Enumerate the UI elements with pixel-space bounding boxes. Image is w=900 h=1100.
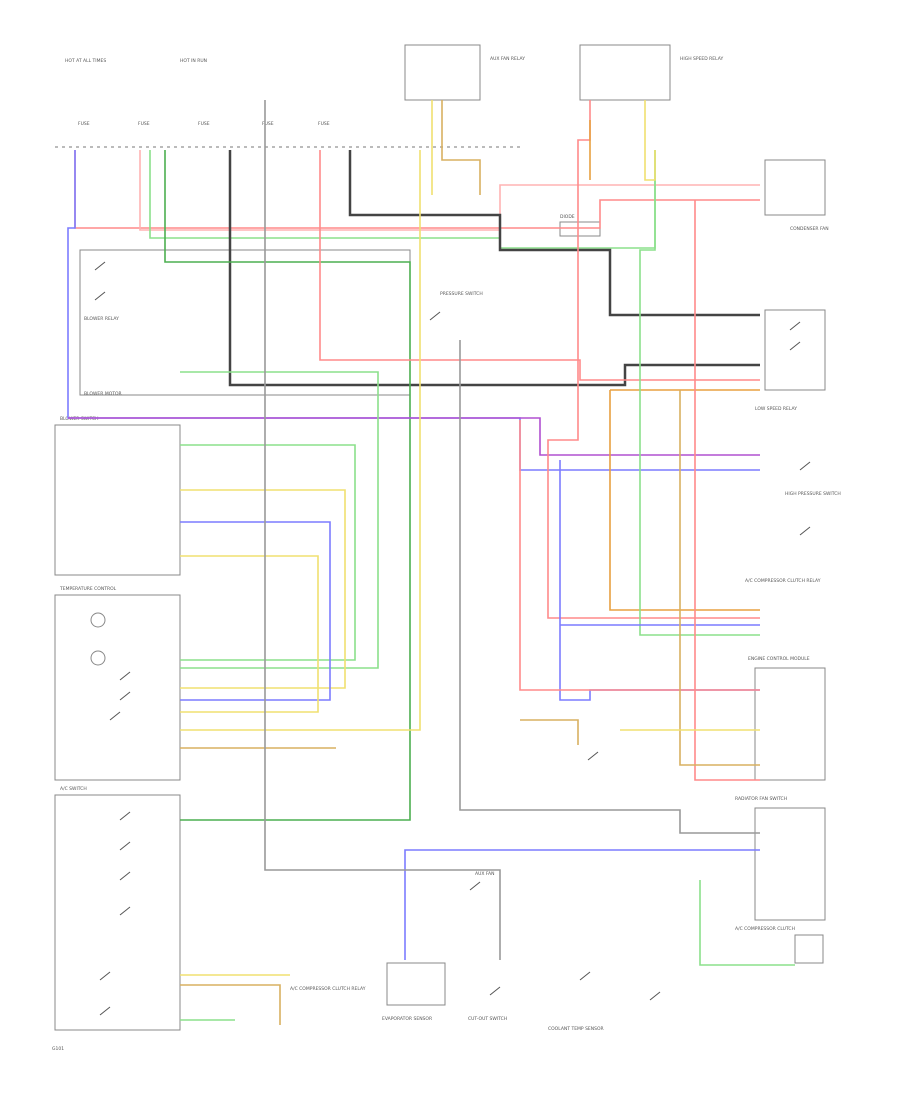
wire-tan-25 <box>520 719 579 745</box>
wire-dark_green-5 <box>164 150 411 821</box>
label-diode: DIODE <box>560 214 575 220</box>
label-aux-fan-relay: AUX FAN RELAY <box>490 56 525 62</box>
label-fuse-a: FUSE <box>78 121 90 127</box>
switch-contact-12 <box>119 871 131 881</box>
label-high-pressure-switch: HIGH PRESSURE SWITCH <box>785 491 841 497</box>
label-fuse-d: FUSE <box>262 121 274 127</box>
radiator-fan-switch-box <box>754 807 826 921</box>
wire-orange-18 <box>609 389 760 611</box>
label-fuse-e: FUSE <box>318 121 330 127</box>
label-pressure-switch: PRESSURE SWITCH <box>440 291 483 297</box>
blower-relay-box <box>79 249 411 396</box>
switch-contact-10 <box>119 811 131 821</box>
wire-green-2 <box>149 150 656 249</box>
label-high-speed-relay: HIGH SPEED RELAY <box>680 56 723 62</box>
wire-red-0 <box>74 150 760 229</box>
switch-contact-8 <box>119 691 131 701</box>
switch-contact-13 <box>119 906 131 916</box>
switch-contact-4 <box>789 341 801 351</box>
condenser-fan-box <box>764 159 826 216</box>
label-blower-switch: BLOWER SWITCH <box>60 416 98 422</box>
blower-switch-box <box>54 424 181 576</box>
label-fuse-b: FUSE <box>138 121 150 127</box>
switch-contact-15 <box>99 1006 111 1016</box>
wire-tan-31 <box>180 984 281 1025</box>
label-radiator-fan-switch: RADIATOR FAN SWITCH <box>735 796 787 802</box>
label-aux-fan: AUX FAN <box>475 871 495 877</box>
wire-blue-14 <box>180 521 331 701</box>
label-ac-compressor-clutch-relay: A/C COMPRESSOR CLUTCH RELAY <box>745 578 821 584</box>
aux-fan-relay-box <box>404 44 481 101</box>
wire-yellow-15 <box>180 555 319 713</box>
wire-gray-28 <box>264 100 501 960</box>
switch-contact-16 <box>587 751 599 761</box>
low-speed-relay-box <box>764 309 826 391</box>
temp-dial-icon-1 <box>90 612 106 628</box>
switch-contact-0 <box>94 261 106 271</box>
wire-red-19 <box>547 100 760 619</box>
wire-yellow-16 <box>180 150 421 731</box>
switch-contact-18 <box>579 971 591 981</box>
switch-contact-19 <box>649 991 661 1001</box>
wire-green-20 <box>639 150 760 636</box>
label-temp-control: TEMPERATURE CONTROL <box>59 586 117 592</box>
switch-contact-1 <box>94 291 106 301</box>
switch-contact-6 <box>799 526 811 536</box>
label-ground-ref: G101 <box>52 1046 64 1052</box>
wire-black-3 <box>348 150 760 317</box>
wire-green-11 <box>180 371 379 669</box>
wire-violet-8 <box>68 417 760 456</box>
wire-red-23 <box>694 200 760 781</box>
wires-group <box>67 100 795 1025</box>
label-engine-control-module: ENGINE CONTROL MODULE <box>748 656 810 662</box>
switch-contact-20 <box>469 881 481 891</box>
switch-contact-7 <box>119 671 131 681</box>
label-blower-motor: BLOWER MOTOR <box>84 391 122 397</box>
label-ac-switch: A/C SWITCH <box>60 786 87 792</box>
ac-switch-box <box>54 794 181 1031</box>
wire-blue-21 <box>559 460 760 701</box>
switch-contact-17 <box>489 986 501 996</box>
wire-tan-24 <box>679 390 760 766</box>
wire-blue-7 <box>67 150 760 471</box>
wire-black-4 <box>228 150 760 387</box>
label-cut-out-switch: CUT-OUT SWITCH <box>468 1016 507 1022</box>
switch-contact-3 <box>789 321 801 331</box>
diode-box <box>559 221 601 237</box>
label-fuse-c: FUSE <box>198 121 210 127</box>
temp-dial-icon-2 <box>90 650 106 666</box>
label-condenser-fan: CONDENSER FAN <box>790 226 829 232</box>
switch-contact-11 <box>119 841 131 851</box>
wire-tan-10 <box>441 100 481 195</box>
temp-control-box <box>54 594 181 781</box>
switch-contact-2 <box>429 311 441 321</box>
label-evaporator-sensor: EVAPORATOR SENSOR <box>382 1016 432 1022</box>
label-blower-relay: BLOWER RELAY <box>84 316 119 322</box>
wire-yellow-13 <box>180 489 346 689</box>
wire-yellow-35 <box>644 100 656 181</box>
label-coolant-temp-sensor: COOLANT TEMP SENSOR <box>548 1026 604 1032</box>
wire-pink-1 <box>139 150 760 231</box>
wire-gray-29 <box>459 340 760 834</box>
evaporator-sensor-box <box>386 962 446 1006</box>
switches-group <box>94 261 811 1016</box>
label-compressor-clutch: A/C COMPRESSOR CLUTCH <box>735 926 795 932</box>
label-low-speed-relay: LOW SPEED RELAY <box>755 406 797 412</box>
wire-green-33 <box>699 880 795 966</box>
engine-control-module-box <box>754 667 826 781</box>
compressor-clutch-box <box>794 934 824 964</box>
switch-contact-9 <box>109 711 121 721</box>
switch-contact-5 <box>799 461 811 471</box>
label-ac-compressor-relay-bottom: A/C COMPRESSOR CLUTCH RELAY <box>290 986 366 992</box>
label-hot-at-all-times: HOT AT ALL TIMES <box>65 58 106 64</box>
label-hot-in-run: HOT IN RUN <box>180 58 207 64</box>
wire-blue-27 <box>404 849 760 960</box>
wire-green-12 <box>180 444 356 661</box>
switch-contact-14 <box>99 971 111 981</box>
high-speed-relay-box <box>579 44 671 101</box>
